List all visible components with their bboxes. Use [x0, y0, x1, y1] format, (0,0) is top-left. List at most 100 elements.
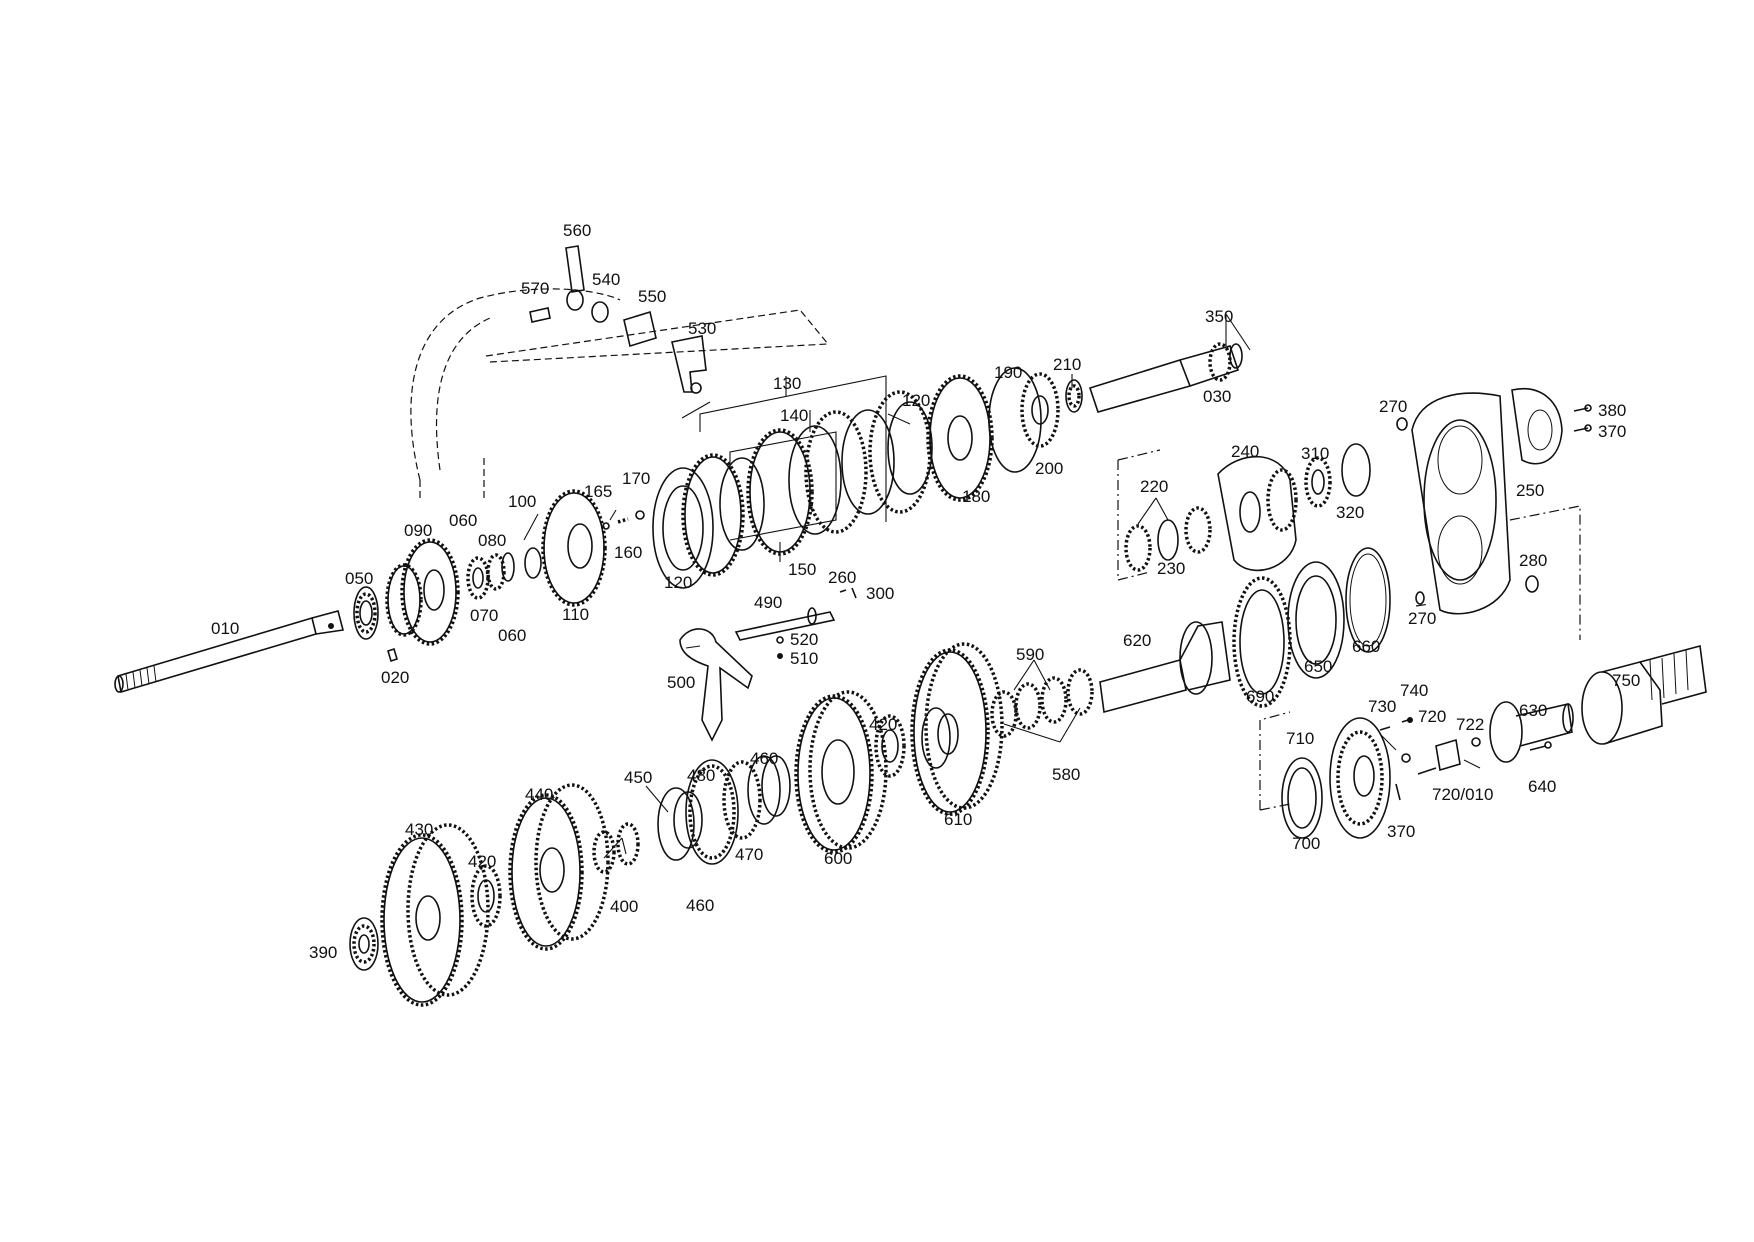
gear-440 — [508, 783, 610, 951]
gear-610 — [910, 642, 1004, 816]
dashed-box-220 — [1117, 449, 1161, 581]
label-390: 390 — [309, 943, 337, 962]
label-630: 630 — [1519, 701, 1547, 720]
small-parts-510-520 — [776, 587, 857, 659]
label-260: 260 — [828, 568, 856, 587]
label-110: 110 — [562, 605, 589, 624]
pins-270 — [1396, 417, 1425, 605]
bolt-640 — [1529, 741, 1552, 751]
label-160: 160 — [614, 543, 642, 562]
label-170: 170 — [622, 469, 650, 488]
gear-420-small — [470, 864, 502, 928]
sleeve-450 — [657, 787, 703, 861]
ring-210 — [1065, 379, 1083, 413]
label-510: 510 — [790, 649, 818, 668]
label-350: 350 — [1205, 307, 1233, 326]
label-100: 100 — [508, 492, 536, 511]
label-550: 550 — [638, 287, 666, 306]
label-560: 560 — [563, 221, 591, 240]
label-310: 310 — [1301, 444, 1329, 463]
label-140: 140 — [780, 406, 808, 425]
cover-250 — [1411, 388, 1563, 615]
shaft-620 — [1099, 621, 1231, 714]
gear-420-mid — [874, 714, 906, 778]
label-610: 610 — [944, 810, 972, 829]
label-090: 090 — [404, 521, 432, 540]
ring-650 — [1287, 561, 1345, 679]
label-080: 080 — [478, 531, 506, 550]
label-710: 710 — [1286, 729, 1314, 748]
bearing-050 — [353, 586, 379, 640]
label-180: 180 — [962, 487, 990, 506]
housing-750 — [1581, 644, 1707, 745]
label-060-bottom: 060 — [498, 626, 526, 645]
ring-100 — [524, 547, 542, 579]
label-220: 220 — [1140, 477, 1168, 496]
label-480: 480 — [687, 766, 715, 785]
label-520: 520 — [790, 630, 818, 649]
gear-110 — [541, 489, 607, 607]
label-540: 540 — [592, 270, 620, 289]
label-300: 300 — [866, 584, 894, 603]
dashed-box-280 — [1415, 505, 1581, 640]
label-470: 470 — [735, 845, 763, 864]
label-190: 190 — [994, 363, 1022, 382]
pin-165-spring-160-ball-170 — [602, 510, 645, 530]
label-060-top: 060 — [449, 511, 477, 530]
leader-lines — [523, 313, 1481, 859]
part-labels: 010 020 030 050 060 060 070 080 090 100 … — [211, 221, 1640, 962]
planet-carrier-220-240 — [1124, 455, 1298, 572]
label-720: 720 — [1418, 707, 1446, 726]
bracket-130-140-150 — [699, 375, 887, 562]
label-240: 240 — [1231, 442, 1259, 461]
label-250: 250 — [1516, 481, 1544, 500]
pin-020 — [387, 647, 398, 663]
needle-bearing-080 — [466, 552, 515, 600]
label-165: 165 — [584, 482, 612, 501]
screws-370-380 — [1573, 404, 1592, 432]
label-400: 400 — [610, 897, 638, 916]
label-270-bottom: 270 — [1408, 609, 1436, 628]
cover-710 — [1329, 717, 1391, 839]
seal-700 — [1281, 757, 1323, 839]
label-460-top: 460 — [750, 749, 778, 768]
label-430: 430 — [405, 820, 433, 839]
label-420-left: 420 — [468, 852, 496, 871]
label-120-left: 120 — [664, 573, 692, 592]
label-690: 690 — [1246, 687, 1274, 706]
label-010: 010 — [211, 619, 239, 638]
label-120-right: 120 — [902, 391, 930, 410]
selector-rod-490 — [734, 607, 836, 641]
gear-430 — [380, 823, 490, 1007]
ring-660 — [1345, 547, 1391, 653]
gear-600 — [794, 690, 888, 854]
main-input-shaft-010 — [114, 610, 345, 694]
bearing-310-320 — [1304, 443, 1371, 508]
label-440: 440 — [525, 785, 553, 804]
label-570: 570 — [521, 279, 549, 298]
label-150: 150 — [788, 560, 816, 579]
label-500: 500 — [667, 673, 695, 692]
label-450: 450 — [624, 768, 652, 787]
label-620: 620 — [1123, 631, 1151, 650]
housing-outline-dashed — [410, 288, 830, 500]
shift-lever-group-530-570 — [529, 245, 707, 394]
label-590: 590 — [1016, 645, 1044, 664]
label-270-top: 270 — [1379, 397, 1407, 416]
selector-fork-500 — [679, 628, 753, 742]
label-740: 740 — [1400, 681, 1428, 700]
label-200: 200 — [1035, 459, 1063, 478]
label-020: 020 — [381, 668, 409, 687]
label-420-right: 420 — [869, 715, 897, 734]
label-070: 070 — [470, 606, 498, 625]
disc-180 — [926, 374, 994, 502]
label-370-bottom: 370 — [1387, 822, 1415, 841]
label-530: 530 — [688, 319, 716, 338]
needle-bearings-580-590 — [990, 668, 1094, 738]
dashed-box-lower-right — [1259, 711, 1291, 811]
label-600: 600 — [824, 849, 852, 868]
label-580: 580 — [1052, 765, 1080, 784]
hub-630 — [1489, 701, 1574, 763]
output-shaft-030 — [1088, 342, 1243, 413]
